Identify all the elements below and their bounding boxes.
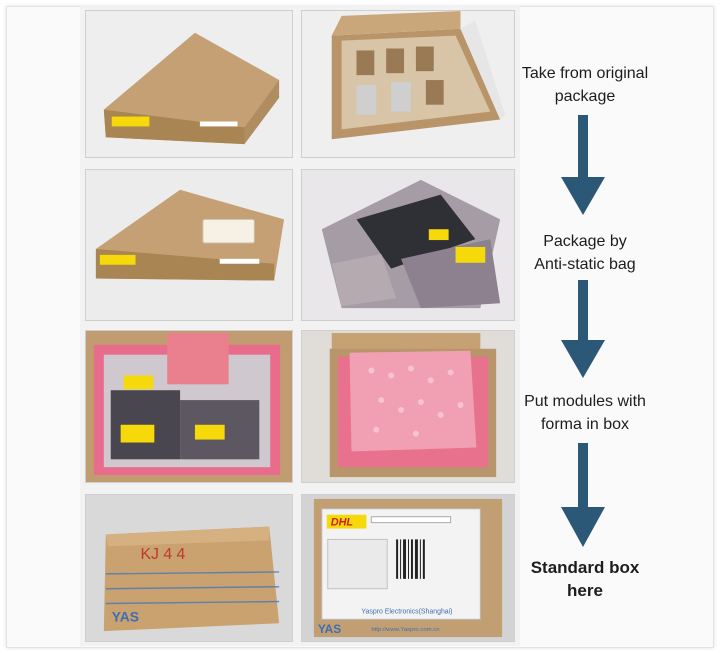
handwritten-marking: KJ 4 4 <box>140 546 185 563</box>
photo-taped-standard-box: KJ 4 4 YAS <box>85 494 293 642</box>
step-3-label: Put modules with forma in box <box>520 390 650 436</box>
photo-closed-shipping-box <box>85 10 293 158</box>
step-4-line-1: Standard box <box>530 558 640 577</box>
down-arrow-icon <box>561 443 605 547</box>
photo-bagged-modules-in-box <box>85 330 293 483</box>
down-arrow-icon <box>561 280 605 378</box>
step-4-label: Standard box here <box>520 556 650 602</box>
svg-text:DHL: DHL <box>331 517 353 529</box>
caution-sticker <box>111 116 150 127</box>
step-1-line-1: Take from original <box>521 65 649 82</box>
step-3-line-2: forma in box <box>540 416 630 433</box>
step-1-line-2: package <box>554 88 616 105</box>
photo-module-on-box <box>85 169 293 321</box>
svg-text:YAS: YAS <box>318 622 341 636</box>
step-2-line-1: Package by <box>543 233 627 250</box>
step-2-line-2: Anti-static bag <box>534 256 636 273</box>
photo-modules-in-antistatic-bags <box>301 169 515 321</box>
bubble-wrap <box>349 350 477 452</box>
down-arrow-icon <box>561 115 605 215</box>
step-4-line-2: here <box>567 581 603 600</box>
svg-text:YAS: YAS <box>112 608 139 624</box>
step-2-label: Package by Anti-static bag <box>520 230 650 276</box>
photo-dhl-labeled-box: DHL Yaspro Electronics(Shanghai) YAS htt… <box>301 494 515 642</box>
photo-box-with-bubble-wrap <box>301 330 515 483</box>
step-1-label: Take from original package <box>520 62 650 108</box>
photo-open-module-tray <box>301 10 515 158</box>
pink-foam <box>167 332 229 385</box>
caution-sticker <box>99 254 136 265</box>
svg-text:Yaspro Electronics(Shanghai): Yaspro Electronics(Shanghai) <box>361 608 452 615</box>
svg-text:http://www.Yaspro.com.cn: http://www.Yaspro.com.cn <box>371 627 439 633</box>
step-3-line-1: Put modules with <box>524 393 646 410</box>
